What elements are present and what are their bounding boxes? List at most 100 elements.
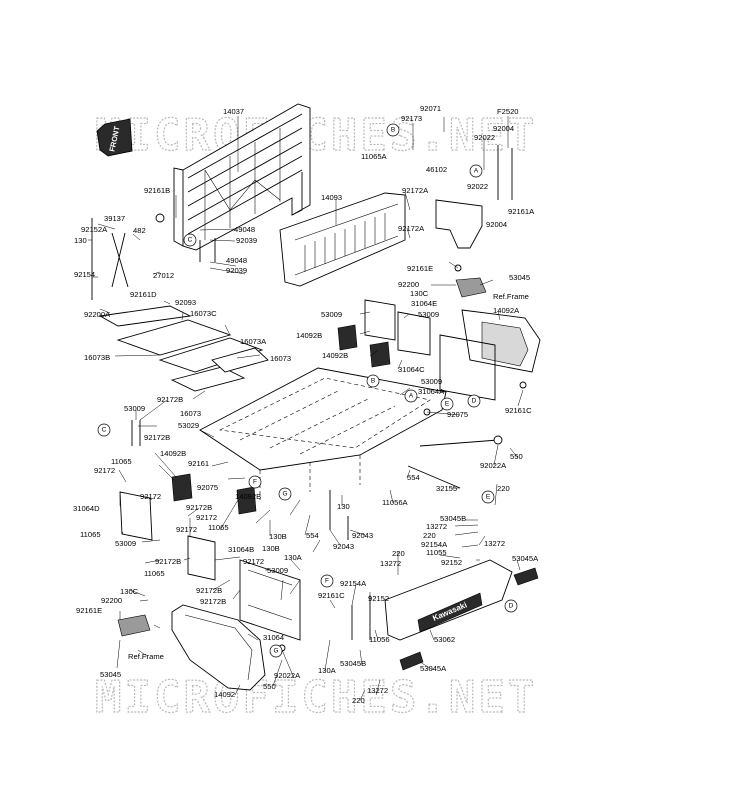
part-label: 14092B: [322, 351, 348, 360]
part-label: 49048: [234, 225, 255, 234]
latch-panels: [117, 199, 487, 637]
part-label: 31064C: [398, 365, 425, 374]
part-label: 92154A: [421, 540, 448, 549]
part-label: 31064A: [418, 387, 445, 396]
part-label: 14092B: [235, 492, 261, 501]
svg-text:A: A: [409, 393, 414, 400]
part-label: 130A: [318, 666, 337, 675]
part-label: 31064D: [73, 504, 100, 513]
part-label: 130: [337, 502, 350, 511]
part-label: 14093: [321, 193, 342, 202]
part-label: 92172B: [186, 503, 212, 512]
part-label: 92154: [74, 270, 95, 279]
part-label: 92004: [493, 124, 514, 133]
part-label: 53009: [421, 377, 442, 386]
callout-F-1: [248, 475, 262, 489]
svg-text:E: E: [445, 401, 450, 408]
part-label: 16073: [180, 409, 201, 418]
part-label: 92161A: [508, 207, 535, 216]
part-label: 550: [510, 452, 523, 461]
callout-B-2: [366, 374, 380, 388]
callout-circles: B A C B A E D C F G E F D G: [97, 123, 518, 658]
part-label: 92172B: [144, 433, 170, 442]
part-label: 92172B: [196, 586, 222, 595]
part-label: 92200: [398, 280, 419, 289]
side-gate-14092: [171, 559, 301, 691]
part-label: 92172B: [200, 597, 226, 606]
part-label: 13272: [380, 559, 401, 568]
part-label: 31064: [263, 633, 284, 642]
part-label: 550: [263, 682, 276, 691]
part-label: 130A: [284, 553, 303, 562]
svg-text:C: C: [188, 237, 193, 244]
part-label: 14092B: [296, 331, 322, 340]
part-label: 92161C: [318, 591, 345, 600]
part-label: 11056A: [382, 498, 409, 507]
part-label: 92161C: [505, 406, 532, 415]
part-label: 11056: [369, 635, 390, 644]
part-label: 53045A: [512, 554, 539, 563]
part-label: 53045A: [420, 664, 447, 673]
part-label: 220: [497, 484, 510, 493]
part-label: 92172: [140, 492, 161, 501]
part-label: 92152A: [81, 225, 108, 234]
part-label: 130B: [269, 532, 287, 541]
leader-lines: [88, 116, 524, 701]
part-label: 11055: [426, 548, 447, 557]
part-label: 32155: [436, 484, 457, 493]
part-label: Ref.Frame: [493, 292, 529, 301]
part-label: 31064E: [411, 299, 437, 308]
part-label: F2520: [497, 107, 519, 116]
svg-text:D: D: [509, 603, 514, 610]
part-label: 92004: [486, 220, 507, 229]
rods-and-bolts: [91, 145, 527, 652]
part-label: 92161B: [144, 186, 170, 195]
part-label: 92043: [333, 542, 354, 551]
part-label: Ref.Frame: [128, 652, 164, 661]
part-label: 53009: [321, 310, 342, 319]
callout-B-1: [386, 123, 400, 137]
part-label: 31064B: [228, 545, 254, 554]
part-label: 14092A: [493, 306, 520, 315]
watermark-top: MICROFICHES.NET: [95, 110, 537, 161]
part-label: 92172B: [155, 557, 181, 566]
part-label: 92172: [243, 557, 264, 566]
part-label: 92075: [197, 483, 218, 492]
part-label: 11065A: [361, 152, 388, 161]
part-label: 49048: [226, 256, 247, 265]
part-label: 92022A: [480, 461, 507, 470]
callout-D-2: [504, 599, 518, 613]
part-label: 482: [133, 226, 146, 235]
svg-text:A: A: [474, 168, 479, 175]
side-rail-53062: Kawasaki: [384, 559, 539, 671]
svg-text:G: G: [282, 491, 287, 498]
part-label: 92172: [176, 525, 197, 534]
part-label: 14037: [223, 107, 244, 116]
svg-text:C: C: [102, 427, 107, 434]
part-label: 11065: [208, 523, 229, 532]
cargo-rack-14037: [173, 103, 311, 251]
part-label: 13272: [426, 522, 447, 531]
callout-E-1: [440, 397, 454, 411]
svg-text:F: F: [253, 479, 257, 486]
part-label: 92161: [188, 459, 209, 468]
part-label: 220: [392, 549, 405, 558]
front-arrow-icon: FRONT: [96, 118, 133, 157]
bed-mats-16073: [98, 305, 269, 392]
part-label: 11065: [111, 457, 132, 466]
part-label: 14092B: [160, 449, 186, 458]
callout-E-2: [481, 490, 495, 504]
part-label: 53045: [509, 273, 530, 282]
part-label: 16073: [270, 354, 291, 363]
part-label: 53045B: [340, 659, 366, 668]
svg-text:G: G: [273, 648, 278, 655]
part-label: 92152: [441, 558, 462, 567]
part-label: 13272: [367, 686, 388, 695]
part-label: 92043: [352, 531, 373, 540]
part-label: 53009: [124, 404, 145, 413]
part-label: 92154A: [340, 579, 367, 588]
part-label: 92200: [101, 596, 122, 605]
part-labels: 14037 92071 92173 46102 11065A F2520 920…: [73, 104, 539, 705]
part-label: 16073B: [84, 353, 110, 362]
